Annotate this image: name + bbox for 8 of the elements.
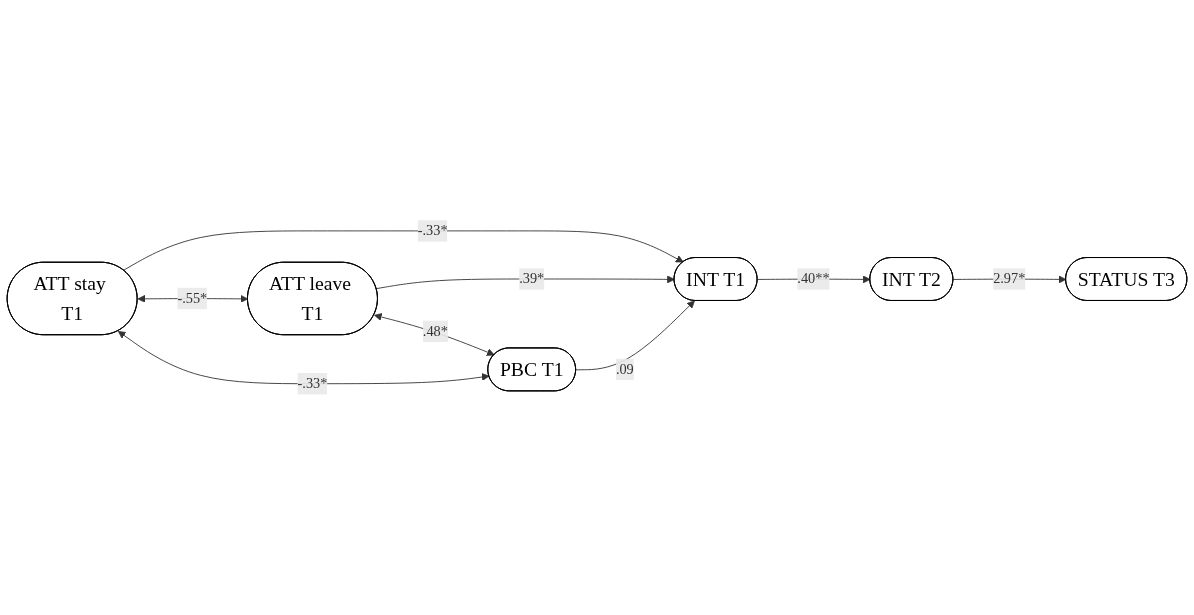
edge-label: -.55* — [177, 290, 208, 306]
edge-label: -.33* — [417, 223, 448, 239]
edge-label: .09 — [615, 361, 634, 377]
edge-label: -.33* — [297, 375, 328, 392]
edge-label: .40** — [797, 271, 830, 287]
edge-label: .39* — [519, 271, 545, 287]
edge-label: .48* — [422, 323, 448, 339]
edge-label: 2.97* — [993, 271, 1026, 287]
